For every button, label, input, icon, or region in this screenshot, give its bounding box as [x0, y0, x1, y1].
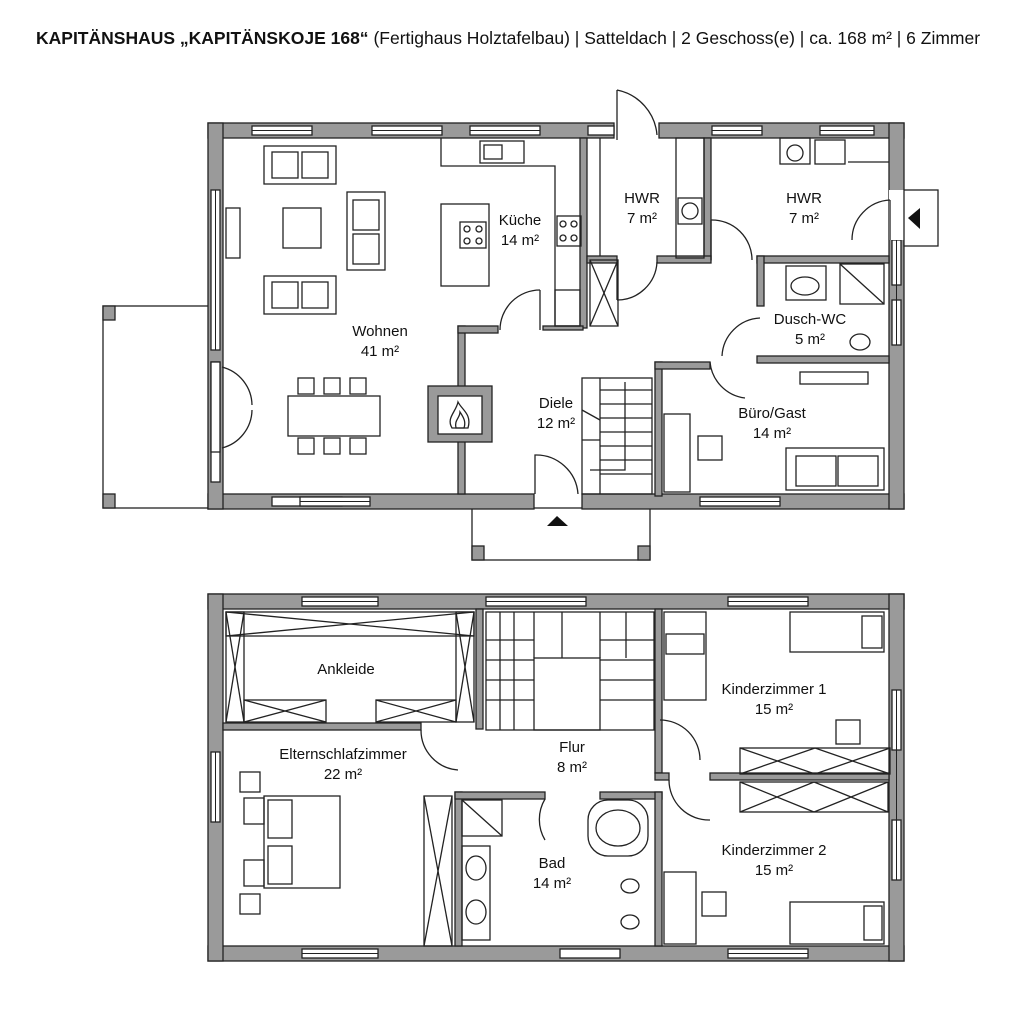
room-area-hwr-1: 7 m² [627, 210, 657, 227]
room-area-dusch-wc: 5 m² [795, 331, 825, 348]
terrace-door [210, 361, 253, 453]
room-label-kueche: Küche [499, 212, 542, 229]
office-furniture [663, 371, 885, 493]
room-label-dusch-wc: Dusch-WC [774, 311, 847, 328]
entrance-arrow-icon-side [908, 208, 920, 229]
hwr-furniture [589, 137, 889, 327]
room-area-elternschlafzimmer: 22 m² [324, 766, 362, 783]
upper-doors [538, 719, 711, 841]
room-label-buero-gast: Büro/Gast [738, 405, 806, 422]
bedroom-furniture [239, 729, 459, 947]
room-label-flur: Flur [559, 739, 585, 756]
room-label-bad: Bad [539, 855, 566, 872]
room-label-kinderzimmer-1: Kinderzimmer 1 [721, 681, 826, 698]
fireplace-icon [427, 385, 493, 443]
room-area-kueche: 14 m² [501, 232, 539, 249]
room-label-ankleide: Ankleide [317, 661, 375, 678]
plan-title-name: KAPITÄNSHAUS „KAPITÄNSKOJE 168“ [36, 28, 369, 48]
room-area-bad: 14 m² [533, 875, 571, 892]
upper-floor [207, 593, 905, 962]
room-area-wohnen: 41 m² [361, 343, 399, 360]
room-label-diele: Diele [539, 395, 573, 412]
ground-floor [102, 89, 939, 561]
room-area-kinderzimmer-2: 15 m² [755, 862, 793, 879]
room-area-buero-gast: 14 m² [753, 425, 791, 442]
terrace [102, 305, 210, 509]
upper-interior-walls [222, 608, 890, 947]
room-area-flur: 8 m² [557, 759, 587, 776]
room-label-kinderzimmer-2: Kinderzimmer 2 [721, 842, 826, 859]
kids-room-1-furniture [663, 611, 891, 775]
plan-title: KAPITÄNSHAUS „KAPITÄNSKOJE 168“ (Fertigh… [36, 28, 996, 54]
living-furniture [225, 145, 386, 455]
plan-title-details: (Fertighaus Holztafelbau) | Satteldach |… [373, 28, 981, 48]
room-label-hwr-2: HWR [786, 190, 822, 207]
room-area-kinderzimmer-1: 15 m² [755, 701, 793, 718]
bath-furniture [461, 799, 649, 941]
entrance-arrow-icon [547, 516, 568, 526]
room-labels: Wohnen 41 m² Küche 14 m² HWR 7 m² HWR 7 … [279, 190, 846, 892]
wc-furniture [785, 263, 885, 351]
kids-room-2-furniture [663, 781, 889, 945]
room-label-elternschlafzimmer: Elternschlafzimmer [279, 746, 407, 763]
room-area-diele: 12 m² [537, 415, 575, 432]
ground-stairs [581, 377, 653, 495]
room-label-hwr-1: HWR [624, 190, 660, 207]
ground-doors [499, 89, 939, 495]
room-label-wohnen: Wohnen [352, 323, 408, 340]
room-area-hwr-2: 7 m² [789, 210, 819, 227]
walkin-wardrobes [225, 611, 475, 723]
kitchen-furniture [440, 138, 582, 327]
upper-stairs [485, 611, 655, 731]
entrance-porch [471, 507, 651, 561]
